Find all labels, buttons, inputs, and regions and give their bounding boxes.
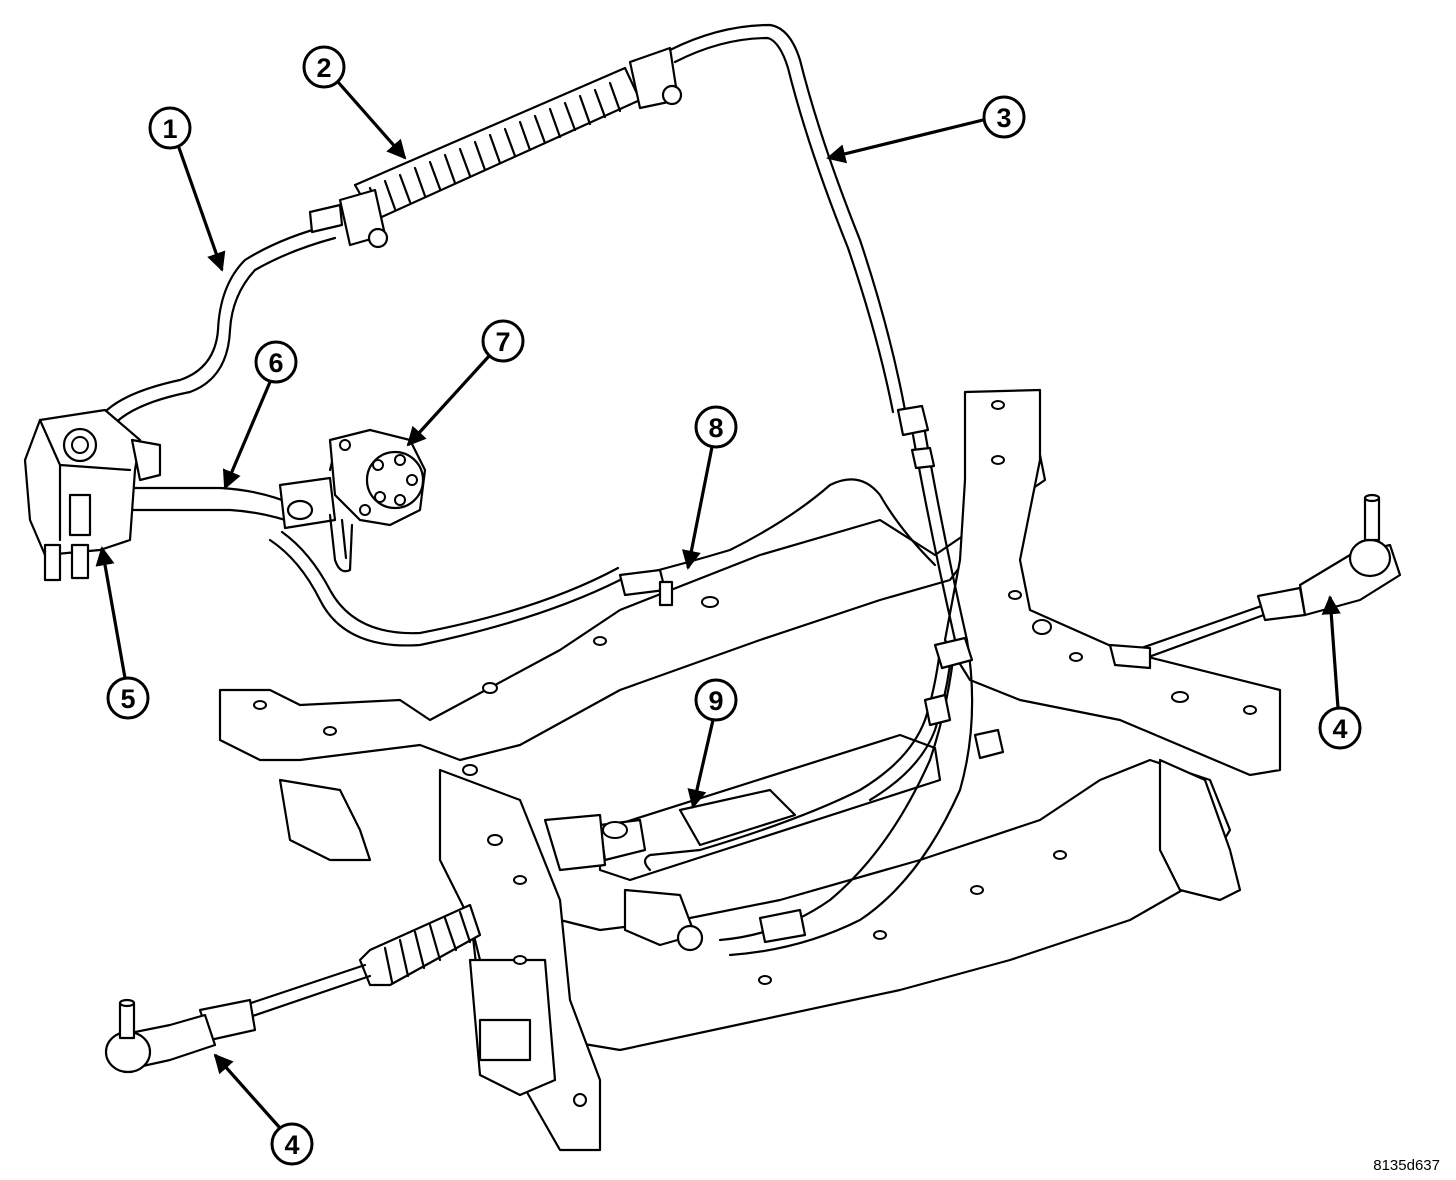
- cooler-return-hose: [93, 223, 337, 434]
- left-tie-rod-assembly: [104, 903, 482, 1074]
- callout-1: 1: [148, 106, 226, 272]
- callout-8: 8: [681, 405, 738, 570]
- pressure-hose: [128, 446, 364, 573]
- callout-7: 7: [406, 319, 525, 447]
- callout-6: 6: [222, 340, 298, 490]
- callout-2-label: 2: [316, 53, 331, 83]
- power-steering-pump: [328, 428, 427, 527]
- front-crossmember: [218, 388, 1282, 1152]
- gear-to-reservoir-line: [268, 478, 937, 647]
- right-tie-rod-assembly: [1108, 493, 1402, 670]
- callout-8-label: 8: [708, 413, 723, 443]
- callout-4-right-label: 4: [1332, 714, 1347, 744]
- callout-6-label: 6: [268, 348, 283, 378]
- callout-5: 5: [95, 546, 150, 720]
- callout-9: 9: [687, 678, 738, 809]
- steering-gear: [543, 733, 942, 952]
- figure-id: 8135d637: [1373, 1157, 1440, 1174]
- callout-2: 2: [302, 45, 407, 160]
- callout-3: 3: [826, 95, 1026, 164]
- callout-4-right: 4: [1318, 595, 1362, 750]
- callout-5-label: 5: [120, 684, 135, 714]
- callout-7-label: 7: [495, 327, 510, 357]
- power-steering-cooler: [308, 46, 683, 249]
- callout-3-label: 3: [996, 103, 1011, 133]
- callout-1-label: 1: [162, 114, 177, 144]
- gear-to-cooler-hose: [668, 23, 969, 642]
- callout-4-left: 4: [213, 1053, 314, 1166]
- callout-4-left-label: 4: [284, 1130, 299, 1160]
- power-steering-reservoir: [23, 408, 162, 582]
- callout-9-label: 9: [708, 686, 723, 716]
- gear-pressure-lines: [643, 636, 1005, 957]
